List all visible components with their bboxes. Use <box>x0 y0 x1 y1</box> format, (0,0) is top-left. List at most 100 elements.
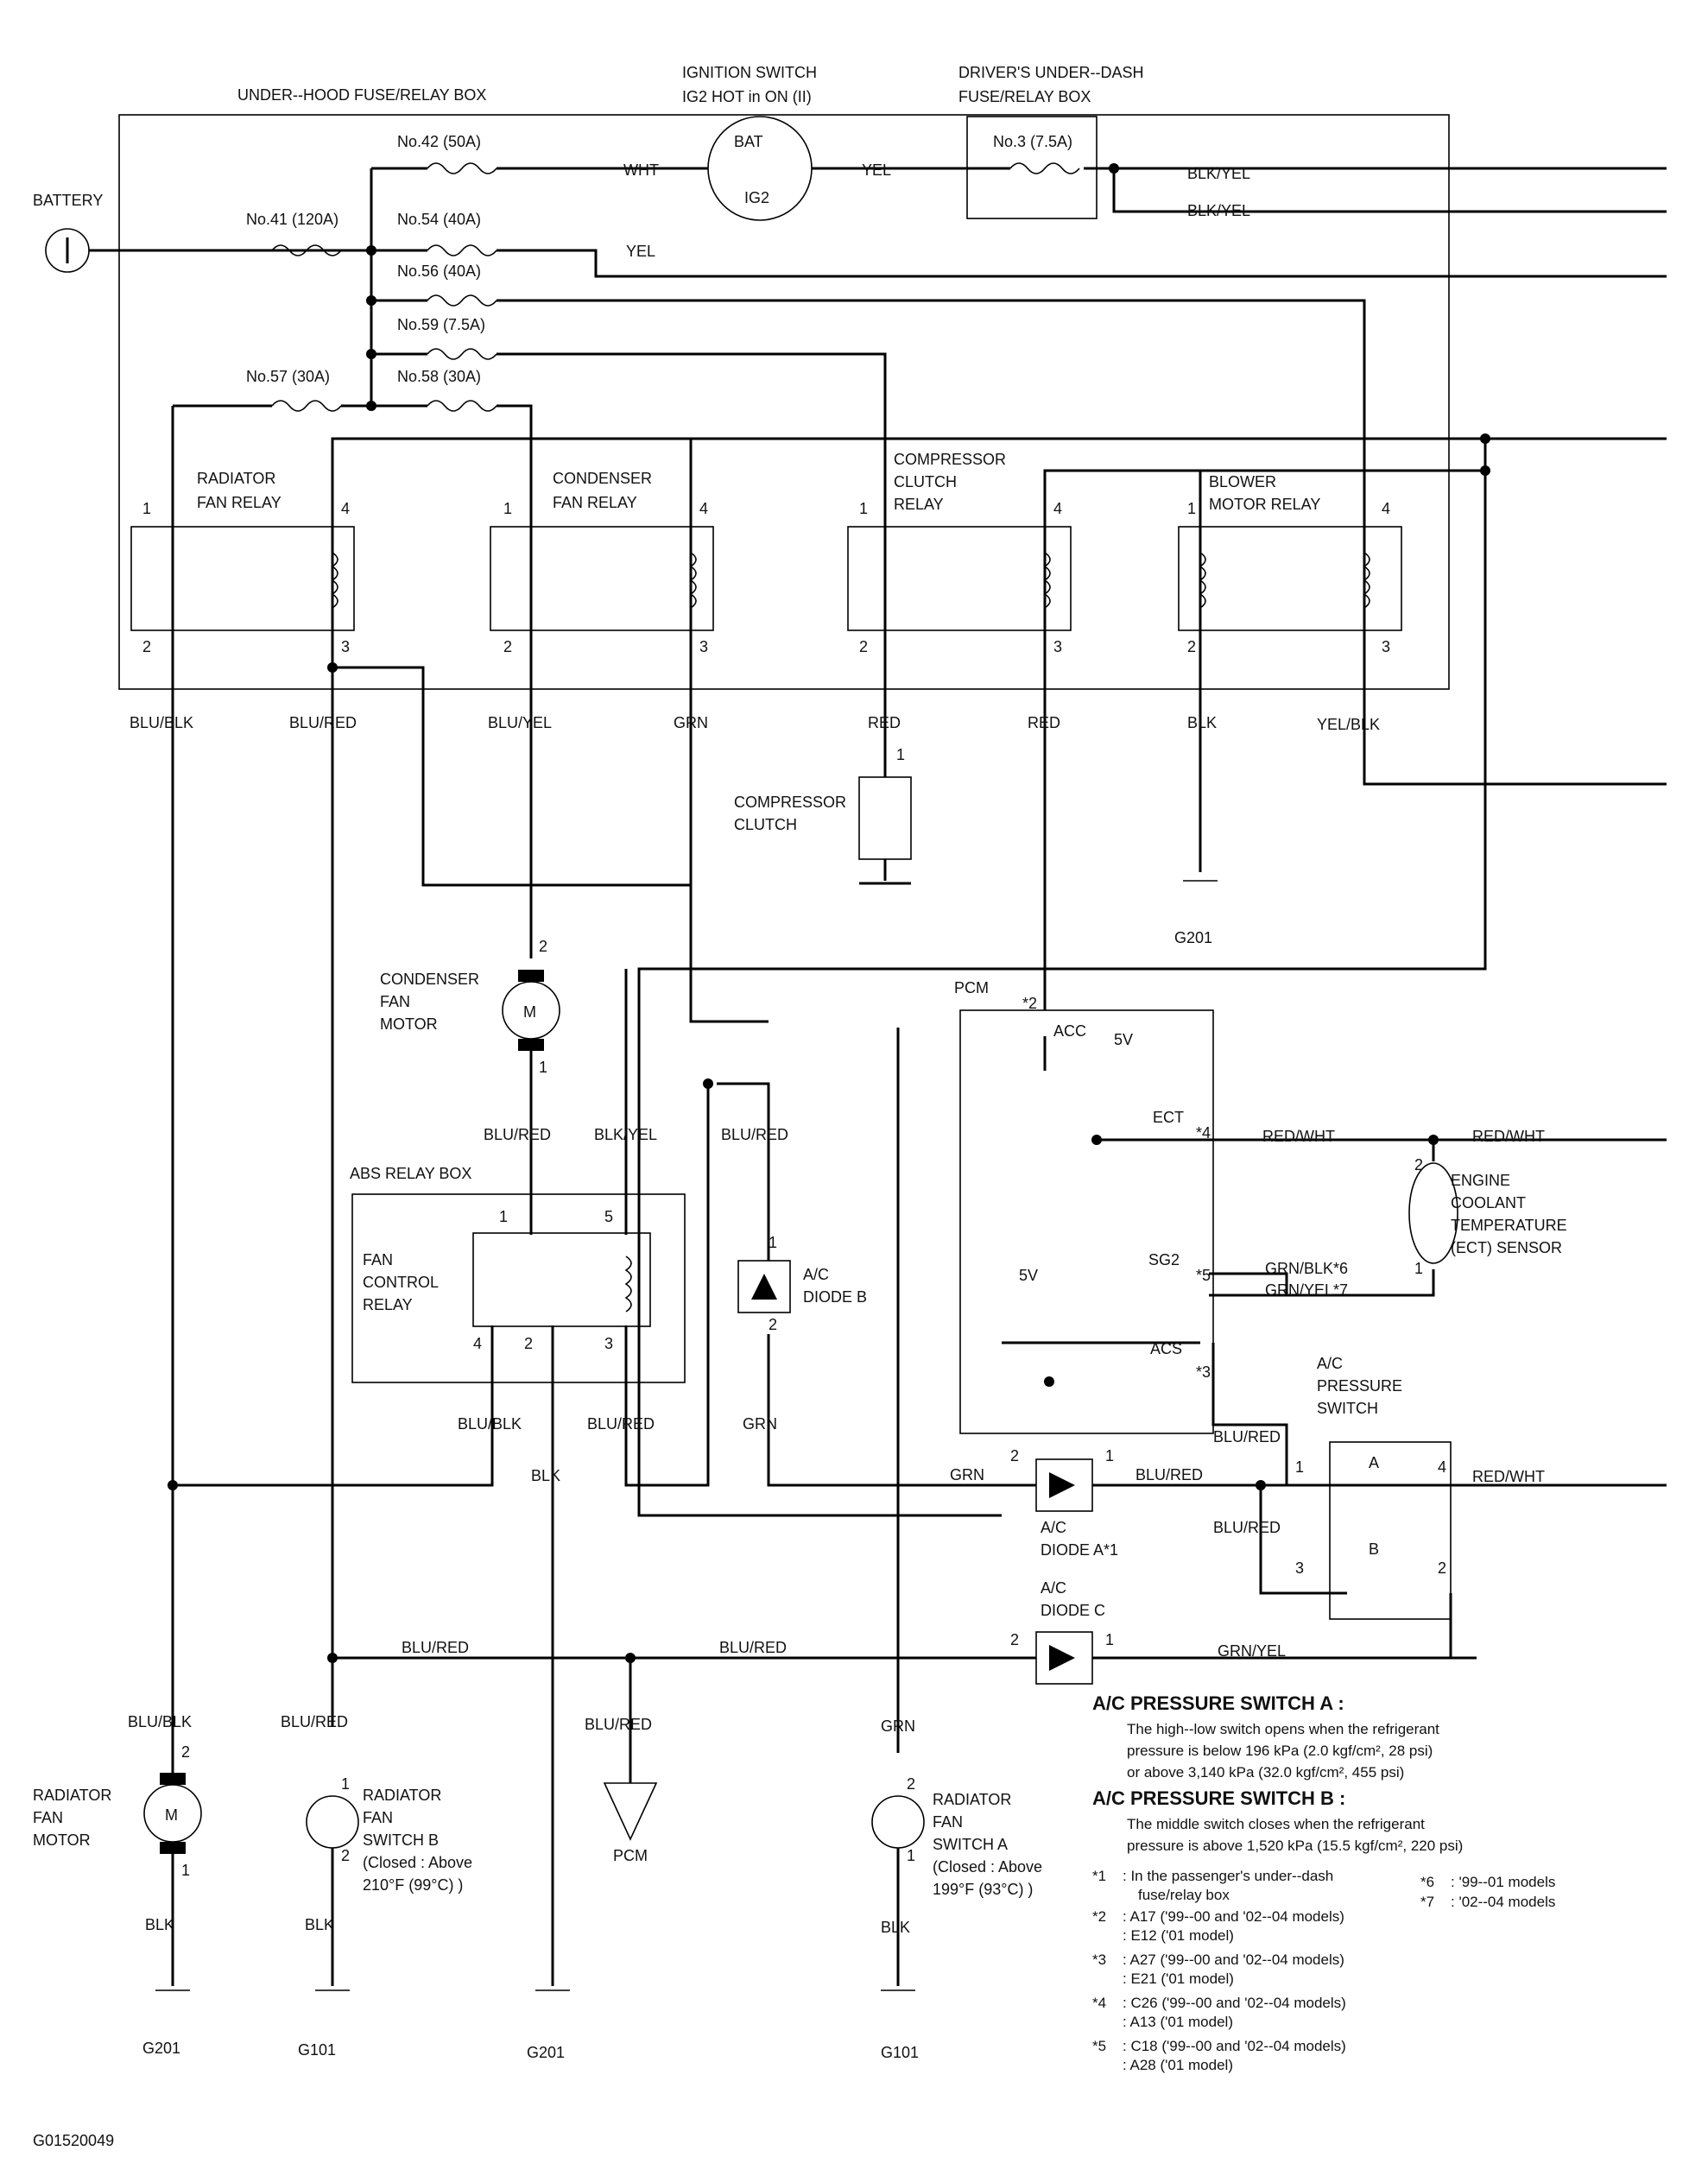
ig2-label: IG2 <box>744 189 769 206</box>
ground-g101-label-2: G101 <box>881 2044 919 2061</box>
fan-control-relay-box <box>472 1232 651 1327</box>
wires <box>86 167 1667 1986</box>
blower-motor-relay-label-1: BLOWER <box>1209 473 1276 490</box>
footnote-2-line-2: : E12 ('01 model) <box>1123 1927 1234 1944</box>
footnote-2-mark: *2 <box>1092 1908 1106 1925</box>
switch-b-label: B <box>1369 1540 1379 1558</box>
footnote-7-line-1: : '02--04 models <box>1451 1894 1555 1910</box>
wire-blk-label-1: BLK <box>1187 714 1217 731</box>
svg-text:2: 2 <box>503 638 512 655</box>
condenser-fan-motor-label-1: CONDENSER <box>380 971 479 988</box>
ac-pressure-switch-label-2: PRESSURE <box>1317 1377 1402 1395</box>
pcm-ground-label: PCM <box>613 1847 648 1864</box>
ect-sensor-symbol <box>1408 1162 1458 1264</box>
ignition-switch-label-1: IGNITION SWITCH <box>682 64 817 81</box>
footnote-3-mark: *3 <box>1092 1951 1106 1968</box>
svg-text:1: 1 <box>142 500 151 517</box>
ect-sensor-pin-2: 2 <box>1414 1156 1423 1173</box>
footnotes: *1 : In the passenger's under--dash fuse… <box>1092 1868 1555 2073</box>
fan-control-pin-1: 1 <box>499 1208 508 1225</box>
ect-sensor-label-4: (ECT) SENSOR <box>1451 1239 1562 1256</box>
ac-pressure-switch-label-1: A/C <box>1317 1355 1343 1372</box>
blower-motor-relay-label-2: MOTOR RELAY <box>1209 496 1320 513</box>
switch-a-pin-1: 1 <box>907 1847 915 1864</box>
svg-text:1: 1 <box>1187 500 1196 517</box>
svg-text:4: 4 <box>1053 500 1062 517</box>
compressor-clutch-label-2: CLUTCH <box>734 816 797 833</box>
svg-text:2: 2 <box>142 638 151 655</box>
footnote-7-mark: *7 <box>1420 1894 1434 1910</box>
radiator-fan-switch-a-label-5: 199°F (93°C) ) <box>933 1881 1033 1898</box>
ac-diode-c-label-2: DIODE C <box>1041 1602 1105 1619</box>
underhood-box-label: UNDER--HOOD FUSE/RELAY BOX <box>237 86 486 104</box>
pcm-acc-label: ACC <box>1053 1022 1086 1040</box>
wire-blu-red-label-10: BLU/RED <box>281 1713 348 1730</box>
wire-blk-label-2: BLK <box>531 1467 560 1484</box>
radiator-fan-switch-a-label-1: RADIATOR <box>933 1791 1011 1808</box>
wire-yel-blk-label: YEL/BLK <box>1317 716 1380 733</box>
ground-g201-label-1: G201 <box>1174 929 1212 946</box>
svg-text:3: 3 <box>1053 638 1062 655</box>
switch-b-pin-2: 2 <box>341 1847 350 1864</box>
ect-sensor-label-2: COOLANT <box>1451 1194 1526 1211</box>
ac-diode-a-label-2: DIODE A*1 <box>1041 1541 1118 1559</box>
switch-b-note-line-1: The middle switch closes when the refrig… <box>1127 1816 1425 1832</box>
wire-blu-blk-label-3: BLU/BLK <box>128 1713 192 1730</box>
wire-red-wht-label-3: RED/WHT <box>1472 1468 1545 1485</box>
wire-grn-yel-label: GRN/YEL <box>1218 1642 1286 1660</box>
compressor-clutch-label-1: COMPRESSOR <box>734 794 846 811</box>
radiator-motor-pin-1: 1 <box>181 1862 190 1879</box>
ac-diode-a-pin-1: 1 <box>1105 1447 1114 1464</box>
wire-blu-red-label-5: BLU/RED <box>1136 1466 1203 1483</box>
wire-red-label-2: RED <box>1028 714 1060 731</box>
switch-a-note-line-2: pressure is below 196 kPa (2.0 kgf/cm², … <box>1127 1743 1433 1759</box>
radiator-fan-switch-b-label-3: SWITCH B <box>363 1831 439 1849</box>
wire-yel-label-1: YEL <box>862 161 891 179</box>
pcm-label: PCM <box>954 979 989 996</box>
condenser-fan-motor-label-3: MOTOR <box>380 1015 438 1033</box>
condenser-fan-relay-box <box>490 526 714 631</box>
dash-box-label-1: DRIVER'S UNDER--DASH <box>958 64 1143 81</box>
fan-control-pin-4: 4 <box>473 1335 482 1352</box>
footnote-5-line-1: : C18 ('99--00 and '02--04 models) <box>1123 2038 1346 2054</box>
radiator-fan-motor-label-3: MOTOR <box>33 1831 91 1849</box>
wire-blu-red-label-2: BLU/RED <box>484 1126 551 1143</box>
fuse-no58-label: No.58 (30A) <box>397 368 481 385</box>
compressor-clutch-symbol <box>858 776 912 860</box>
pcm-box <box>959 1009 1214 1434</box>
fuse-no56-label: No.56 (40A) <box>397 263 481 280</box>
condenser-fan-motor-label-2: FAN <box>380 993 410 1010</box>
footnote-4-mark: *4 <box>1092 1995 1106 2011</box>
ac-diode-c-pin-2: 2 <box>1010 1631 1019 1648</box>
radiator-fan-motor-label-2: FAN <box>33 1809 63 1826</box>
ect-sensor-pin-1: 1 <box>1414 1260 1423 1277</box>
condenser-motor-m: M <box>523 1003 536 1021</box>
wire-blu-red-label-6: BLU/RED <box>402 1639 469 1656</box>
ac-diode-b-label-1: A/C <box>803 1266 829 1283</box>
radiator-fan-relay-box <box>130 526 355 631</box>
switch-a-pin-2: 2 <box>907 1775 915 1793</box>
wire-grn-blk-label: GRN/BLK*6 <box>1265 1260 1348 1277</box>
wire-blu-red-label-8: BLU/RED <box>1213 1428 1281 1445</box>
svg-text:4: 4 <box>1382 500 1390 517</box>
wire-blu-yel-label: BLU/YEL <box>488 714 552 731</box>
radiator-motor-m: M <box>165 1806 178 1824</box>
ground-g201-label-2: G201 <box>142 2040 180 2057</box>
svg-text:2: 2 <box>859 638 868 655</box>
fuse-no41-label: No.41 (120A) <box>246 211 338 228</box>
footnote-1-line-1: : In the passenger's under--dash <box>1123 1868 1333 1884</box>
wire-grn-label-3: GRN <box>950 1466 984 1483</box>
ground-g101-label-1: G101 <box>298 2041 336 2059</box>
diagram-code: G01520049 <box>33 2132 114 2149</box>
switch-pin-2: 2 <box>1438 1559 1446 1577</box>
fan-control-relay-label-1: FAN <box>363 1251 393 1268</box>
svg-text:3: 3 <box>1382 638 1390 655</box>
radiator-fan-motor-label-1: RADIATOR <box>33 1787 111 1804</box>
wire-blk-yel-label-3: BLK/YEL <box>594 1126 657 1143</box>
footnote-1-line-2: fuse/relay box <box>1138 1887 1230 1903</box>
condenser-motor-pin-2: 2 <box>539 938 547 955</box>
switch-a-note-title: A/C PRESSURE SWITCH A : <box>1092 1692 1344 1714</box>
radiator-fan-switch-b-label-5: 210°F (99°C) ) <box>363 1876 463 1894</box>
compressor-clutch-pin: 1 <box>896 746 905 763</box>
radiator-fan-switch-b-label-2: FAN <box>363 1809 393 1826</box>
